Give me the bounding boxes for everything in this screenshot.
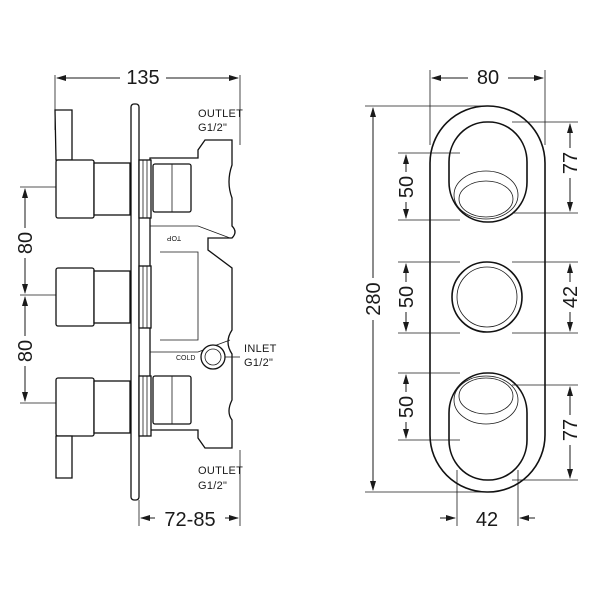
plate-width-value: 80 bbox=[477, 67, 499, 89]
wall-plate bbox=[130, 103, 140, 501]
dim-plate-height: 280 bbox=[360, 105, 488, 493]
dim-bottom-width: 42 bbox=[440, 470, 535, 531]
dim-depth: 72-85 bbox=[138, 450, 241, 531]
middle-knob-front bbox=[451, 261, 523, 333]
upper-handle-width-value: 50 bbox=[396, 176, 418, 198]
upper-lever-handle bbox=[54, 109, 152, 219]
cold-label: COLD bbox=[176, 355, 195, 362]
outlet-bottom-label: OUTLET bbox=[198, 465, 243, 477]
dim-right-offsets: 77 42 77 bbox=[512, 121, 582, 481]
lower-offset-value: 77 bbox=[560, 419, 582, 441]
depth-value: 72-85 bbox=[164, 509, 215, 531]
dim-left-widths: 50 50 50 bbox=[392, 152, 460, 441]
inlet-size: G1/2" bbox=[244, 357, 273, 369]
spacing-upper-value: 80 bbox=[15, 232, 37, 254]
front-plate bbox=[429, 105, 546, 493]
overall-width-value: 135 bbox=[126, 67, 159, 89]
bottom-width-value: 42 bbox=[476, 509, 498, 531]
inlet-label: INLET bbox=[244, 343, 277, 355]
lower-handle-front bbox=[448, 372, 528, 481]
side-view: 135 80 80 TOP bbox=[12, 66, 277, 531]
outlet-top-size: G1/2" bbox=[198, 122, 227, 134]
middle-knob bbox=[55, 265, 152, 329]
upper-handle-front bbox=[448, 121, 528, 223]
dim-plate-width: 80 bbox=[429, 66, 546, 145]
lower-handle-width-value: 50 bbox=[396, 396, 418, 418]
middle-knob-width-value: 50 bbox=[396, 286, 418, 308]
front-view: 80 280 bbox=[360, 66, 582, 531]
upper-offset-value: 77 bbox=[560, 152, 582, 174]
valve-body: TOP bbox=[149, 139, 240, 449]
lower-lever-handle bbox=[55, 375, 152, 479]
spacing-lower-value: 80 bbox=[15, 340, 37, 362]
body-marking: TOP bbox=[167, 234, 182, 241]
outlet-top-label: OUTLET bbox=[198, 108, 243, 120]
plate-height-value: 280 bbox=[363, 282, 385, 315]
middle-spacing-value: 42 bbox=[560, 286, 582, 308]
dim-overall-width: 135 bbox=[54, 66, 241, 145]
dim-vertical-spacing: 80 80 bbox=[12, 186, 60, 404]
outlet-bottom-size: G1/2" bbox=[198, 480, 227, 492]
